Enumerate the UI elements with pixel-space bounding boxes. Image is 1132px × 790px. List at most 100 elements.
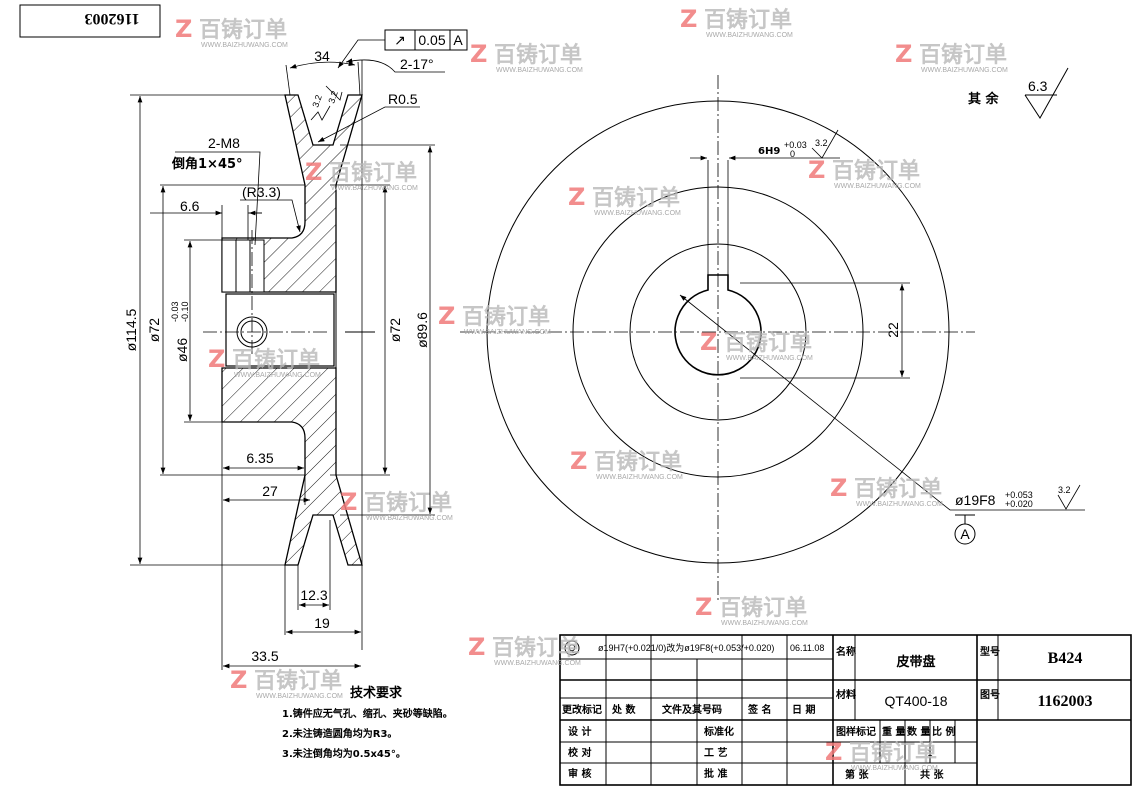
runout-tolerance-frame: ↗ 0.05 A — [337, 29, 468, 69]
watermark-text: 百铸订单 — [494, 42, 582, 68]
flipped-drawing-number-box: 1162003 — [19, 4, 161, 38]
watermark-logo-icon: Z — [700, 328, 717, 356]
svg-text:+0.020: +0.020 — [1005, 499, 1033, 509]
total-label: 共 张 — [920, 768, 944, 781]
watermark-url: WWW.BAIZHUWANG.COM — [706, 32, 793, 39]
dim-dia-114-5: ø114.5 — [123, 309, 139, 352]
tech-req-title: 技术要求 — [350, 685, 403, 701]
watermark-logo-icon: Z — [468, 633, 485, 661]
watermark-url: WWW.BAIZHUWANG.COM — [596, 474, 683, 481]
header-document: 文件及其号码 — [662, 703, 722, 716]
watermark-text: 百铸订单 — [594, 449, 682, 475]
header-date: 日 期 — [792, 703, 815, 716]
quantity-value: 1 — [927, 748, 932, 758]
watermark-logo-icon: Z — [895, 40, 912, 68]
bore-dim: ø19F8 +0.053 +0.020 3.2 — [955, 484, 1081, 510]
watermark-url: WWW.BAIZHUWANG.COM — [921, 67, 1008, 74]
svg-text:+0.03: +0.03 — [784, 140, 807, 150]
watermark-text: 百铸订单 — [592, 185, 680, 211]
dim-dia-72-right: ø72 — [387, 318, 403, 342]
chamfer-note: 倒角1×45° — [171, 156, 243, 172]
technical-requirements: 技术要求 1.铸件应无气孔、缩孔、夹砂等缺陷。 2.未注铸造圆角均为R3。 3.… — [282, 685, 453, 760]
roughness-3-2-b: 3.2 — [326, 90, 339, 105]
part-name: 皮带盘 — [895, 654, 935, 670]
hub-circle — [629, 243, 807, 421]
model-value: B424 — [1048, 650, 1083, 667]
dim-22: 22 — [885, 322, 901, 338]
watermark-url: WWW.BAIZHUWANG.COM — [856, 501, 943, 508]
watermark-text: 百铸订单 — [199, 17, 287, 43]
check-label: 校 对 — [568, 746, 591, 759]
watermark-url: WWW.BAIZHUWANG.COM — [594, 210, 681, 217]
watermark-text: 百铸订单 — [849, 740, 937, 766]
tech-req-item: 3.未注倒角均为0.5x45°。 — [282, 747, 406, 760]
material-label: 材料 — [836, 688, 856, 701]
revision-mark-circle — [564, 640, 580, 656]
svg-text:+0.053: +0.053 — [1005, 490, 1033, 500]
watermark-logo-icon: Z — [305, 158, 322, 186]
watermark-url: WWW.BAIZHUWANG.COM — [834, 183, 921, 190]
keyway-roughness: 3.2 — [815, 138, 828, 148]
header-change-mark: 更改标记 — [562, 703, 602, 716]
front-view: 22 6H9 +0.03 0 3.2 ø19F8 +0.053 +0.020 3… — [460, 67, 1085, 600]
bore-roughness: 3.2 — [1058, 485, 1071, 495]
watermark-text: 百铸订单 — [254, 668, 342, 694]
watermark-url: WWW.BAIZHUWANG.COM — [726, 355, 813, 362]
watermark-text: 百铸订单 — [724, 330, 812, 356]
threaded-hole — [221, 239, 265, 293]
tech-req-item: 1.铸件应无气孔、缩孔、夹砂等缺陷。 — [282, 707, 453, 720]
svg-text:-0.03: -0.03 — [170, 301, 180, 322]
revision-date: 06.11.08 — [790, 643, 824, 653]
watermark-text: 百铸订单 — [329, 160, 417, 186]
watermark-logo-icon: Z — [175, 15, 192, 43]
material-value: QT400-18 — [884, 693, 947, 709]
name-label: 名称 — [836, 645, 856, 658]
watermark-url: WWW.BAIZHUWANG.COM — [851, 765, 938, 772]
section-bottom-half — [221, 367, 363, 566]
revision-text: ø19H7(+0.021/0)改为ø19F8(+0.053/+0.020) — [598, 642, 774, 653]
watermark-url: WWW.BAIZHUWANG.COM — [256, 693, 343, 700]
dim-6-6: 6.6 — [180, 198, 200, 214]
watermark-logo-icon: Z — [438, 302, 455, 330]
watermark-logo-icon: Z — [808, 156, 825, 184]
watermark-logo-icon: Z — [680, 5, 697, 33]
drawing-no-value: 1162003 — [1037, 693, 1092, 710]
svg-text:Q: Q — [568, 643, 575, 653]
watermark-logo-icon: Z — [568, 183, 585, 211]
watermark-logo-icon: Z — [825, 738, 842, 766]
watermark-logo-icon: Z — [340, 488, 357, 516]
title-block: Q ø19H7(+0.021/0)改为ø19F8(+0.053/+0.020) … — [559, 634, 1132, 786]
watermark-url: WWW.BAIZHUWANG.COM — [464, 329, 551, 336]
flipped-drawing-number: 1162003 — [84, 10, 139, 27]
watermark-text: 百铸订单 — [492, 635, 580, 661]
dim-angle-2-17: 2-17° — [400, 56, 434, 72]
svg-text:0.05: 0.05 — [418, 32, 445, 48]
roughness-3-2-a: 3.2 — [310, 94, 323, 109]
dim-dia-89-6: ø89.6 — [414, 312, 430, 348]
watermark-url: WWW.BAIZHUWANG.COM — [331, 185, 418, 192]
watermark-logo-icon: Z — [470, 40, 487, 68]
approve-label: 批 准 — [704, 767, 727, 780]
keyway-dim: 6H9 +0.03 0 3.2 — [758, 129, 839, 159]
dim-27: 27 — [262, 483, 278, 499]
radius-r0-5: R0.5 — [388, 91, 418, 107]
svg-text:-0.10: -0.10 — [180, 301, 190, 322]
watermark-url: WWW.BAIZHUWANG.COM — [234, 372, 321, 379]
watermark-logo-icon: Z — [570, 447, 587, 475]
header-signature: 签 名 — [747, 703, 771, 716]
scale-label: 比 例 — [932, 725, 955, 738]
review-label: 审 核 — [568, 767, 591, 780]
runout-arrow-icon: ↗ — [394, 32, 406, 48]
drawing-no-label: 图号 — [980, 689, 1000, 701]
sheet-label: 第 张 — [845, 768, 869, 781]
dim-dia-72-left: ø72 — [146, 318, 162, 342]
roughness-other-value: 6.3 — [1028, 78, 1048, 94]
